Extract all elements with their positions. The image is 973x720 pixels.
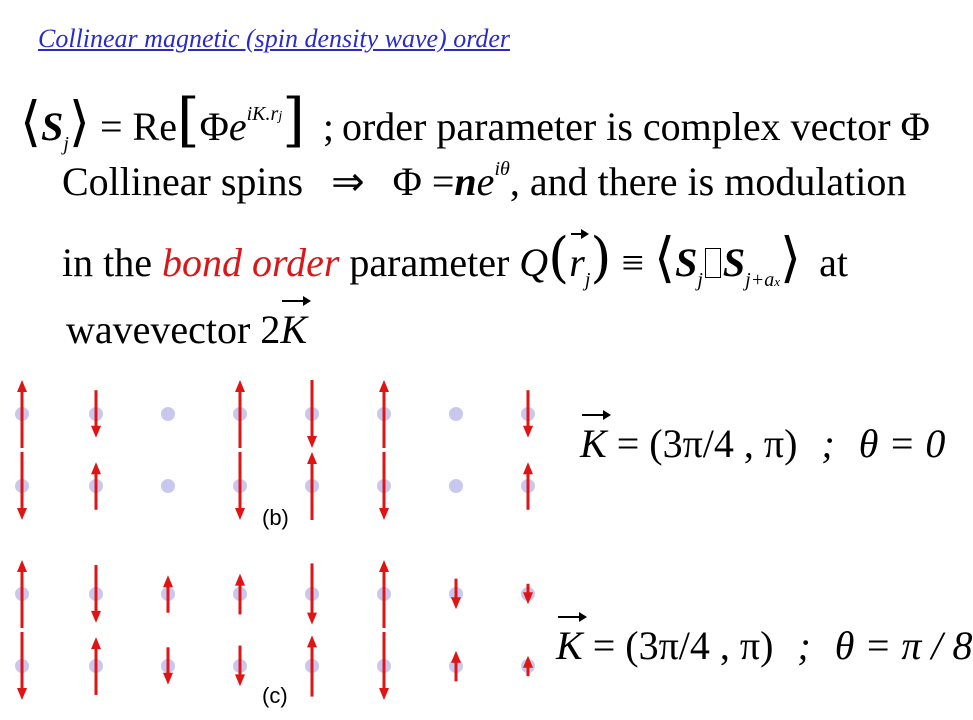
spin-subscript: j bbox=[63, 133, 69, 155]
spin-down-arrow bbox=[235, 452, 245, 520]
spin-up-arrow bbox=[17, 560, 27, 628]
bond-order-text: bond order bbox=[161, 240, 340, 285]
spin-down-arrow bbox=[307, 563, 317, 625]
q-symbol: Q bbox=[519, 240, 549, 285]
left-square-bracket: [ bbox=[176, 86, 200, 154]
spin-up-arrow bbox=[379, 380, 389, 448]
spin-subscript-2-text: j+a bbox=[745, 269, 775, 291]
spin-subscript-1: j bbox=[697, 269, 703, 291]
k-vector-c: K bbox=[556, 612, 587, 668]
equals-re: = Re bbox=[99, 104, 177, 149]
right-angle-bracket: ⟩ bbox=[68, 90, 90, 153]
wavevector-line: wavevector 2K bbox=[66, 296, 311, 353]
implies-arrow: ⇒ bbox=[331, 159, 365, 204]
in-the-text: in the bbox=[62, 240, 152, 285]
spin-subscript-2: j+ax bbox=[745, 269, 780, 291]
collinear-spins-line: Collinear spins ⇒ Φ =neiθ, and there is … bbox=[62, 158, 906, 205]
spin-up-arrow bbox=[235, 380, 245, 448]
spin-down-arrow bbox=[523, 583, 533, 605]
phi-symbol-3: Φ bbox=[392, 159, 422, 204]
slide-title: Collinear magnetic (spin density wave) o… bbox=[38, 24, 511, 53]
spin-down-arrow bbox=[91, 390, 101, 438]
spin-up-arrow bbox=[451, 650, 461, 682]
k-vector: K bbox=[280, 296, 311, 352]
spin-down-arrow bbox=[379, 632, 389, 700]
spin-symbol-1: S bbox=[675, 240, 698, 285]
theta-value-b: θ = 0 bbox=[858, 421, 946, 466]
exp-base-2: e bbox=[476, 159, 495, 204]
order-parameter-text: order parameter is complex vector bbox=[341, 104, 891, 149]
panel-c-label: (c) bbox=[262, 683, 288, 708]
equiv-sign: ≡ bbox=[621, 240, 645, 285]
parameter-text: parameter bbox=[349, 240, 510, 285]
modulation-text: and there is modulation bbox=[529, 159, 907, 204]
spin-down-arrow bbox=[163, 647, 173, 685]
semicolon: ; bbox=[322, 104, 334, 149]
spin-down-arrow bbox=[379, 452, 389, 520]
k-value-b: = (3π/4 , π) bbox=[616, 421, 798, 466]
r-subscript: j bbox=[584, 269, 591, 291]
spin-up-arrow bbox=[307, 452, 317, 520]
k-vector-b: K bbox=[580, 410, 611, 466]
lattice-site bbox=[161, 407, 175, 421]
right-angle-bracket-2: ⟩ bbox=[780, 226, 802, 289]
dot-product bbox=[704, 248, 721, 278]
equals-sign: = bbox=[431, 159, 455, 204]
lattice-site bbox=[161, 479, 175, 493]
n-vector: n bbox=[454, 159, 477, 204]
k-value-c: = (3π/4 , π) bbox=[592, 623, 774, 668]
at-text: at bbox=[819, 240, 848, 285]
panel-c-equation: K = (3π/4 , π) ; θ = π / 8 bbox=[556, 612, 973, 669]
equation-order-parameter: ⟨Sj⟩ = Re[ΦeiK.rj] ;order parameter is c… bbox=[20, 86, 930, 156]
spin-up-arrow bbox=[91, 462, 101, 510]
spin-symbol: S bbox=[41, 104, 64, 149]
left-angle-bracket-2: ⟨ bbox=[654, 226, 676, 289]
semicolon-c: ; bbox=[797, 623, 811, 668]
semicolon-b: ; bbox=[821, 421, 835, 466]
spin-down-arrow bbox=[451, 578, 461, 610]
exp-base: e bbox=[228, 104, 247, 149]
spin-down-arrow bbox=[17, 632, 27, 700]
spin-down-arrow bbox=[235, 645, 245, 687]
spin-up-arrow bbox=[523, 655, 533, 677]
spin-up-arrow bbox=[379, 560, 389, 628]
spin-down-arrow bbox=[523, 390, 533, 438]
exp-exponent: iK.rj bbox=[247, 103, 283, 125]
spin-up-arrow bbox=[523, 462, 533, 510]
right-square-bracket: ] bbox=[282, 86, 305, 154]
left-paren: ( bbox=[548, 226, 570, 289]
comma: , bbox=[509, 159, 520, 204]
r-vector: r bbox=[569, 229, 589, 285]
spin-up-arrow bbox=[163, 575, 173, 613]
spin-up-arrow bbox=[235, 573, 245, 615]
lattice-site bbox=[449, 479, 463, 493]
left-angle-bracket: ⟨ bbox=[20, 90, 42, 153]
panel-b-label: (b) bbox=[262, 505, 289, 530]
spin-subscript-2-x: x bbox=[774, 274, 781, 289]
lattice-site bbox=[449, 407, 463, 421]
phi-symbol-2: Φ bbox=[900, 104, 930, 149]
theta-value-c: θ = π / 8 bbox=[834, 623, 973, 668]
phi-symbol: Φ bbox=[199, 104, 229, 149]
spin-up-arrow bbox=[17, 380, 27, 448]
panel-b-equation: K = (3π/4 , π) ; θ = 0 bbox=[580, 410, 946, 467]
collinear-spins-text: Collinear spins bbox=[62, 159, 304, 204]
right-paren: ) bbox=[590, 226, 612, 289]
wavevector-text: wavevector 2 bbox=[66, 307, 281, 352]
spin-lattice-diagram bbox=[15, 380, 535, 700]
spin-down-arrow bbox=[17, 452, 27, 520]
spin-down-arrow bbox=[91, 565, 101, 623]
spin-up-arrow bbox=[307, 635, 317, 697]
spin-down-arrow bbox=[307, 380, 317, 448]
spin-up-arrow bbox=[91, 637, 101, 695]
exp-text: iK.r bbox=[246, 103, 279, 125]
spin-symbol-2: S bbox=[722, 240, 746, 285]
exp-subscript: j bbox=[278, 109, 283, 124]
exp-theta: iθ bbox=[494, 158, 510, 180]
